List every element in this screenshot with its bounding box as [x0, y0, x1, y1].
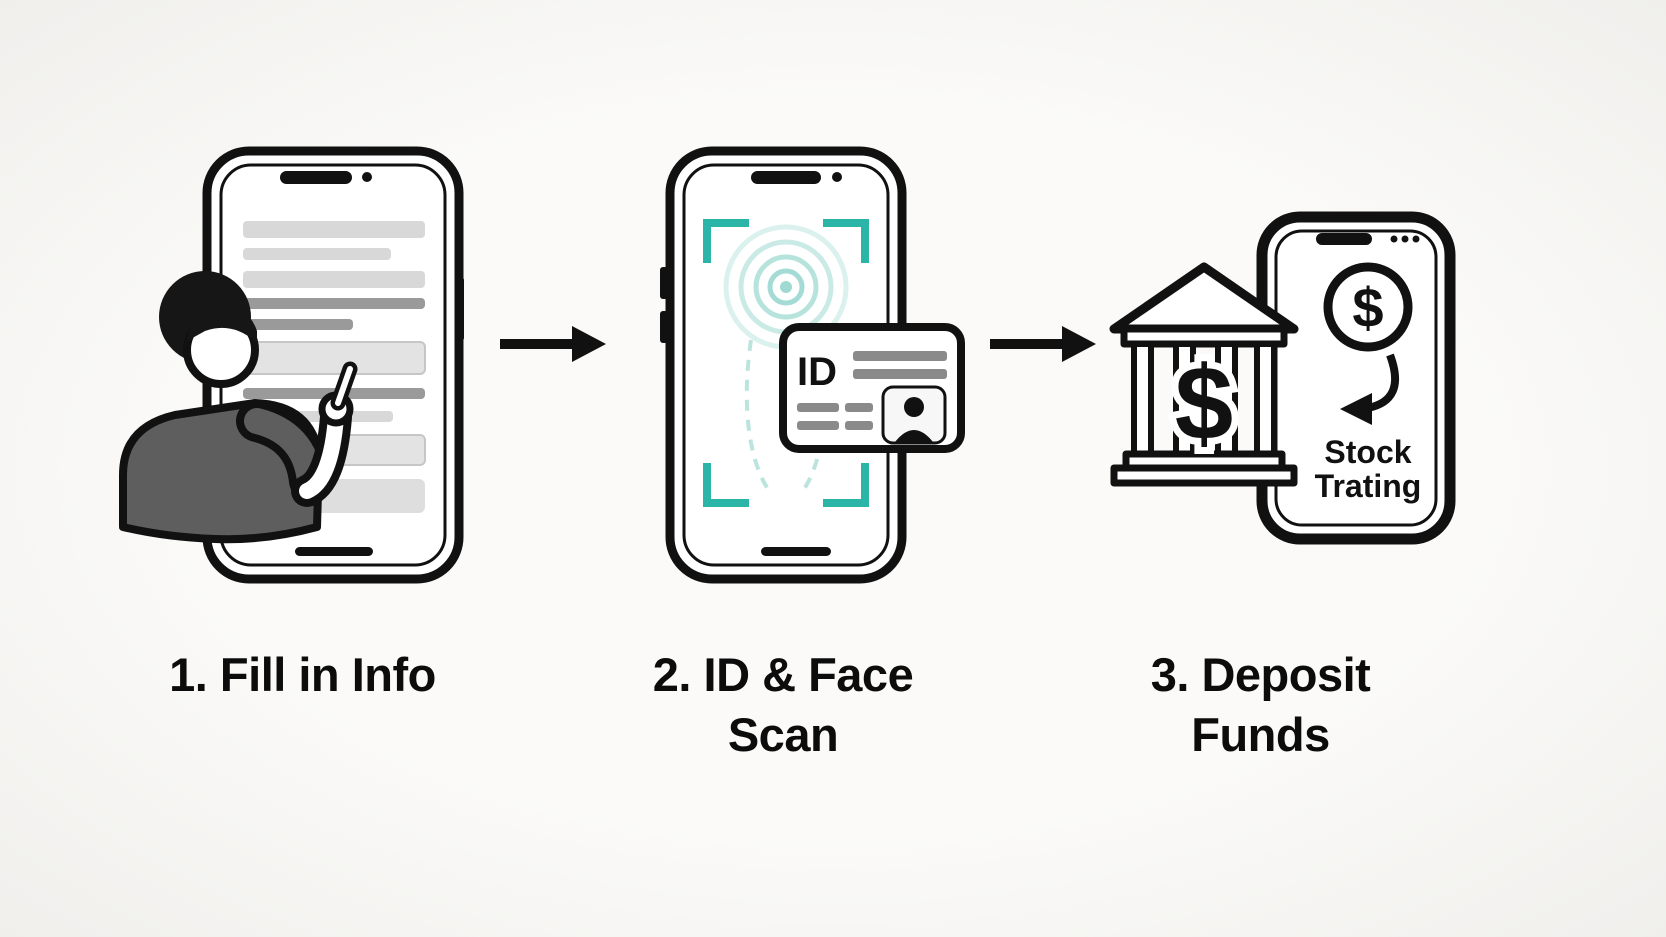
deposit-funds-illustration: $ Stock Trating: [1109, 211, 1456, 545]
curved-arrow-icon: [1340, 353, 1399, 425]
fill-in-info-illustration: [119, 146, 464, 584]
id-face-scan-illustration: ID: [660, 146, 965, 584]
step-3-deposit-funds: $ Stock Trating: [1068, 145, 1456, 845]
id-card-label: ID: [797, 350, 837, 394]
id-photo-icon: [881, 385, 947, 445]
right-arrow-icon: [990, 326, 1096, 362]
home-bar-icon: [295, 547, 373, 556]
camera-dot-icon: [832, 172, 842, 182]
side-button-icon: [660, 311, 668, 343]
home-bar-icon: [761, 547, 831, 556]
side-button-icon: [660, 267, 668, 299]
bank-dollar-symbol: $: [1175, 345, 1233, 462]
right-arrow-icon: [500, 326, 606, 362]
caption-step-2-line-1: 2. ID & Face: [652, 648, 914, 701]
notch-icon: [280, 171, 352, 184]
side-button-icon: [456, 277, 464, 341]
dollar-coin-icon: $: [1323, 262, 1413, 352]
caption-step-2: 2. ID & Face Scan: [598, 645, 968, 764]
face-scan-frame-icon: [703, 219, 869, 507]
caption-step-2-line-2: Scan: [727, 707, 839, 761]
caption-step-3-line-1: 3. Deposit: [1150, 648, 1371, 701]
menu-dots-icon: [1390, 235, 1420, 243]
stock-app-label-line-1: Stock: [1324, 434, 1411, 470]
hair-fringe-icon: [187, 305, 257, 343]
caption-step-1-line-1: 1. Fill in Info: [169, 648, 436, 701]
bank-icon: [1109, 262, 1299, 487]
caption-step-1: 1. Fill in Info: [100, 645, 505, 705]
step-2-id-face-scan: ID 2. ID & Face Scan: [598, 145, 968, 845]
person-filling-form-icon: [119, 271, 358, 544]
notch-icon: [751, 171, 821, 184]
id-card-detail-lines: [797, 403, 873, 430]
caption-step-3-line-2: Funds: [1191, 707, 1330, 761]
notch-icon: [1316, 233, 1372, 245]
camera-dot-icon: [362, 172, 372, 182]
coin-dollar-symbol: $: [1352, 276, 1383, 339]
caption-step-3: 3. Deposit Funds: [1068, 645, 1453, 764]
step-1-fill-in-info: 1. Fill in Info: [100, 145, 505, 845]
id-card-icon: ID: [779, 323, 965, 453]
stock-app-label-line-2: Trating: [1315, 468, 1422, 504]
